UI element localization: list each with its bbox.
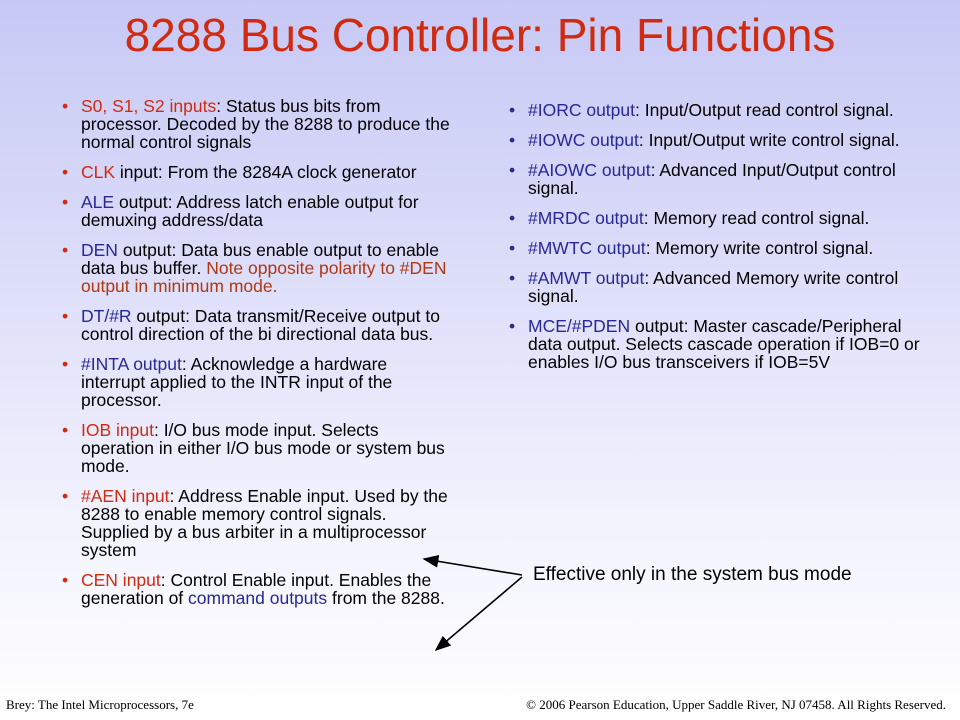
footer-copyright: © 2006 Pearson Education, Upper Saddle R… xyxy=(526,697,946,712)
pin-label: ALE xyxy=(81,192,115,212)
bullet-icon: • xyxy=(62,486,69,506)
pin-label: IOB input xyxy=(81,420,154,440)
pin-label: #AIOWC output xyxy=(528,160,651,180)
pin-label: MCE/#PDEN xyxy=(528,316,631,336)
pin-label: DEN xyxy=(81,240,118,260)
pin-description-end: from the 8288. xyxy=(327,588,445,608)
pin-label: #INTA output xyxy=(81,354,182,374)
pin-description: input: From the 8284A clock generator xyxy=(115,162,417,182)
list-item: • #INTA output: Acknowledge a hardware in… xyxy=(36,355,456,409)
list-item: • #IORC output: Input/Output read control… xyxy=(483,101,923,119)
pin-description: output: Master cascade/Peripheral data o… xyxy=(528,316,920,372)
list-item: • CEN input: Control Enable input. Enable… xyxy=(36,571,456,607)
right-bullet-list: • #IORC output: Input/Output read control… xyxy=(483,101,923,383)
list-item: • #AEN input: Address Enable input. Used … xyxy=(36,487,456,559)
bullet-icon: • xyxy=(62,162,69,182)
pin-description: : I/O bus mode input. Selects operation … xyxy=(81,420,445,476)
list-item: • #AMWT output: Advanced Memory write con… xyxy=(483,269,923,305)
bullet-icon: • xyxy=(62,240,69,260)
pin-label: DT/#R xyxy=(81,306,132,326)
left-bullet-list: • S0, S1, S2 inputs: Status bus bits from… xyxy=(36,97,456,619)
pin-description: : Control Enable input. Enables the gene… xyxy=(81,570,432,608)
list-item: • #AIOWC output: Advanced Input/Output co… xyxy=(483,161,923,197)
bullet-icon: • xyxy=(62,306,69,326)
pin-description: : Acknowledge a hardware interrupt appli… xyxy=(81,354,393,410)
pin-label: S0, S1, S2 inputs xyxy=(81,96,217,116)
bullet-icon: • xyxy=(62,570,69,590)
pin-label: #AMWT output xyxy=(528,268,645,288)
pin-description: : Status bus bits from processor. Decode… xyxy=(81,96,450,152)
pin-description: : Input/Output read control signal. xyxy=(635,100,894,120)
callout-note: Effective only in the system bus mode xyxy=(533,564,852,585)
pin-description: : Input/Output write control signal. xyxy=(638,130,900,150)
pin-label: #AEN input xyxy=(81,486,170,506)
pin-description: : Memory read control signal. xyxy=(643,208,870,228)
list-item: • ALE output: Address latch enable output… xyxy=(36,193,456,229)
pin-description: : Advanced Input/Output control signal. xyxy=(528,160,896,198)
list-item: • #MWTC output: Memory write control sign… xyxy=(483,239,923,257)
list-item: • DEN output: Data bus enable output to e… xyxy=(36,241,456,295)
bullet-icon: • xyxy=(62,96,69,116)
pin-label: #MWTC output xyxy=(528,238,646,258)
list-item: • DT/#R output: Data transmit/Receive out… xyxy=(36,307,456,343)
bullet-icon: • xyxy=(62,420,69,440)
pin-label: CLK xyxy=(81,162,116,182)
bullet-icon: • xyxy=(509,100,516,120)
bullet-icon: • xyxy=(509,160,516,180)
list-item: • IOB input: I/O bus mode input. Selects … xyxy=(36,421,456,475)
polarity-note: Note opposite polarity to #DEN output in… xyxy=(81,258,447,296)
arrow-to-aen xyxy=(422,555,523,576)
pin-label: #IOWC output xyxy=(528,130,639,150)
slide-title: 8288 Bus Controller: Pin Functions xyxy=(124,9,836,61)
pin-description: : Memory write control signal. xyxy=(645,238,874,258)
bullet-icon: • xyxy=(509,208,516,228)
bullet-icon: • xyxy=(509,316,516,336)
pin-label: CEN input xyxy=(81,570,161,590)
list-item: • #IOWC output: Input/Output write contro… xyxy=(483,131,923,149)
command-outputs-text: command outputs xyxy=(188,588,328,608)
footer-book-title: Brey: The Intel Microprocessors, 7e xyxy=(6,697,194,712)
list-item: • #MRDC output: Memory read control signa… xyxy=(483,209,923,227)
arrow-to-cen xyxy=(434,576,523,652)
bullet-icon: • xyxy=(509,268,516,288)
bullet-icon: • xyxy=(62,354,69,374)
pin-description: output: Address latch enable output for … xyxy=(81,192,419,230)
list-item: • MCE/#PDEN output: Master cascade/Periph… xyxy=(483,317,923,371)
list-item: • S0, S1, S2 inputs: Status bus bits from… xyxy=(36,97,456,151)
pin-label: #IORC output xyxy=(528,100,635,120)
pin-description: output: Data bus enable output to enable… xyxy=(81,240,440,278)
bullet-icon: • xyxy=(62,192,69,212)
pin-description: : Address Enable input. Used by the 8288… xyxy=(81,486,448,560)
list-item: • CLK input: From the 8284A clock generat… xyxy=(36,163,456,181)
bullet-icon: • xyxy=(509,130,516,150)
pin-label: #MRDC output xyxy=(528,208,644,228)
pin-description: : Advanced Memory write control signal. xyxy=(528,268,899,306)
pin-description: output: Data transmit/Receive output to … xyxy=(81,306,440,344)
bullet-icon: • xyxy=(509,238,516,258)
